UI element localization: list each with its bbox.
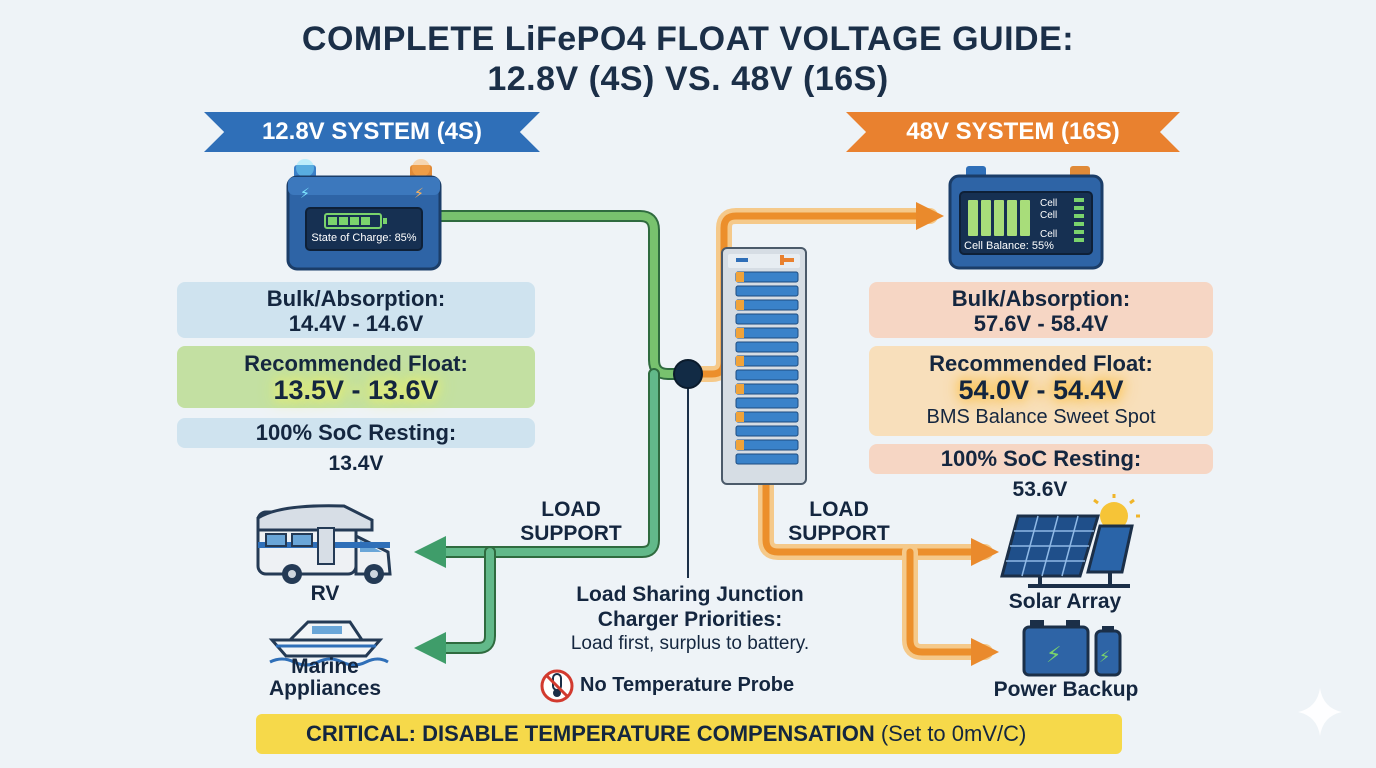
load-support-left: LOAD SUPPORT (516, 498, 626, 546)
page-title-line2: 12.8V (4S) VS. 48V (16S) (487, 60, 889, 98)
left-battery-soc-text: State of Charge: 85% (311, 232, 417, 244)
page-title-line1: COMPLETE LiFePO4 FLOAT VOLTAGE GUIDE: (301, 20, 1075, 58)
junction-title: Load Sharing Junction (576, 583, 804, 606)
right-float-note: BMS Balance Sweet Spot (926, 406, 1156, 428)
svg-text:⚡: ⚡ (1099, 647, 1110, 666)
solar-panel-icon (1000, 494, 1140, 588)
left-bulk-value: 14.4V - 14.6V (288, 311, 424, 336)
battery-12v-icon: ⚡ ⚡ (286, 159, 442, 271)
left-bulk-box: Bulk/Absorption: 14.4V - 14.6V (177, 282, 535, 338)
right-float-label: Recommended Float: (929, 351, 1153, 376)
svg-text:⚡: ⚡ (300, 186, 310, 202)
backup-battery-icon: ⚡ ⚡ (1022, 620, 1122, 677)
solar-label: Solar Array (1008, 590, 1122, 613)
junction-rule: Load first, surplus to battery. (570, 633, 810, 654)
load-support-left-line1: LOAD (541, 498, 601, 521)
right-battery-balance: Cell Balance: 55% (964, 240, 1054, 252)
rv-icon (256, 504, 392, 584)
rv-label: RV (310, 582, 340, 605)
load-support-right: LOAD SUPPORT (784, 498, 894, 546)
warning-light-text: (Set to 0mV/C) (880, 721, 1027, 746)
right-battery-cell2: Cell (1040, 210, 1058, 221)
left-resting-label: 100% SoC Resting: (255, 420, 457, 445)
marine-label-line2: Appliances (268, 677, 382, 700)
junction-caption: Load Sharing Junction Charger Priorities… (520, 582, 860, 656)
left-float-value: 13.5V - 13.6V (273, 375, 439, 405)
junction-priority: Charger Priorities: (597, 608, 783, 631)
load-support-right-line2: SUPPORT (788, 522, 890, 545)
left-bulk-label: Bulk/Absorption: (266, 286, 446, 311)
left-resting-value: 13.4V (328, 452, 384, 475)
svg-text:⚡: ⚡ (414, 186, 424, 202)
marine-label-line1: Marine (291, 655, 359, 678)
right-float-value: 54.0V - 54.4V (958, 375, 1124, 405)
load-support-right-line1: LOAD (809, 498, 869, 521)
right-resting-label: 100% SoC Resting: (940, 446, 1142, 471)
backup-label: Power Backup (993, 678, 1139, 701)
warning-bold-text: CRITICAL: DISABLE TEMPERATURE COMPENSATI… (306, 721, 875, 746)
right-bulk-value: 57.6V - 58.4V (973, 311, 1109, 336)
load-support-left-line2: SUPPORT (520, 522, 622, 545)
left-float-box: Recommended Float: 13.5V - 13.6V (177, 346, 535, 408)
right-resting-box: 100% SoC Resting: (869, 444, 1213, 474)
left-resting-box: 100% SoC Resting: (177, 418, 535, 448)
critical-warning-bar: CRITICAL: DISABLE TEMPERATURE COMPENSATI… (256, 714, 1122, 754)
boat-icon (268, 620, 389, 667)
marine-label: Marine Appliances (250, 656, 400, 700)
svg-text:⚡: ⚡ (1046, 643, 1061, 668)
battery-48v-icon (948, 166, 1104, 270)
green-wires (414, 210, 694, 664)
right-battery-cell1: Cell (1040, 198, 1058, 209)
junction-node (673, 359, 703, 578)
right-float-box: Recommended Float: 54.0V - 54.4V BMS Bal… (869, 346, 1213, 436)
cell-stack-icon (721, 247, 807, 485)
no-probe-icon (540, 669, 574, 703)
no-probe-label: No Temperature Probe (580, 674, 795, 696)
sparkle-icon (1298, 688, 1342, 736)
right-resting-value: 53.6V (1012, 478, 1068, 501)
right-bulk-label: Bulk/Absorption: (951, 286, 1131, 311)
left-system-banner: 12.8V SYSTEM (4S) (204, 112, 540, 152)
right-system-banner: 48V SYSTEM (16S) (846, 112, 1180, 152)
left-float-label: Recommended Float: (244, 351, 468, 376)
right-battery-cell3: Cell (1040, 229, 1058, 240)
right-bulk-box: Bulk/Absorption: 57.6V - 58.4V (869, 282, 1213, 338)
